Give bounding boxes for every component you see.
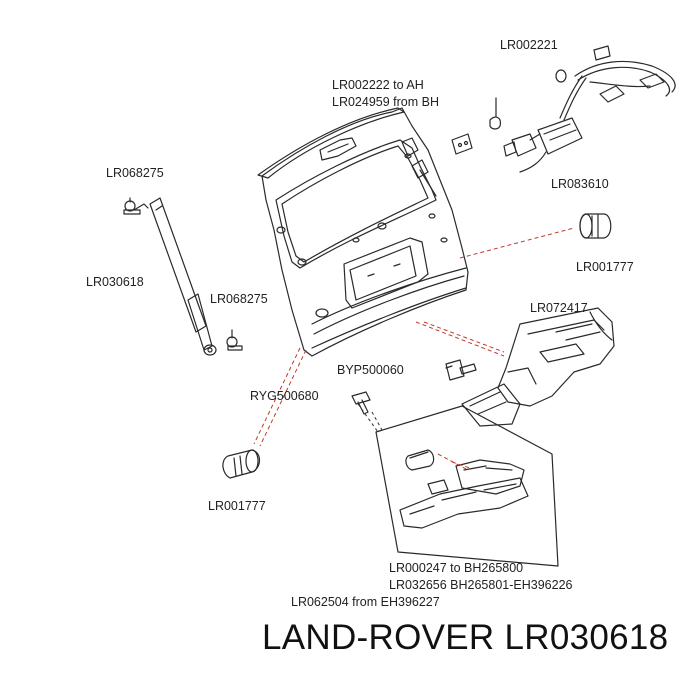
tailgate-panel — [257, 107, 469, 357]
gas-strut-lr030618 — [149, 197, 217, 356]
label-byp500060: BYP500060 — [337, 363, 404, 377]
bolt-byp500060 — [445, 359, 477, 381]
clip-lr002222 — [451, 133, 473, 155]
handle-switch-assembly — [375, 405, 559, 567]
label-lr002222: LR002222 to AH — [332, 78, 424, 92]
label-lr068275-lower: LR068275 — [210, 292, 268, 306]
ball-stud-upper — [123, 197, 149, 215]
buffer-lr001777-left — [222, 449, 261, 479]
label-lr068275-upper: LR068275 — [106, 166, 164, 180]
clip-lr024959 — [489, 97, 501, 130]
screw-ryg500680 — [351, 391, 371, 415]
label-lr001777-left: LR001777 — [208, 499, 266, 513]
label-lr002221: LR002221 — [500, 38, 558, 52]
wiring-harness-lr083610 — [503, 45, 676, 173]
label-lr000247: LR000247 to BH265800 — [389, 561, 524, 575]
label-ryg500680: RYG500680 — [250, 389, 319, 403]
label-lr083610: LR083610 — [551, 177, 609, 191]
latch-lr072417 — [461, 307, 615, 427]
label-lr030618: LR030618 — [86, 275, 144, 289]
label-lr032656: LR032656 BH265801-EH396226 — [389, 578, 573, 592]
label-lr072417: LR072417 — [530, 301, 588, 315]
label-lr024959: LR024959 from BH — [332, 95, 440, 109]
label-lr062504: LR062504 from EH396227 — [291, 595, 440, 609]
label-lr001777-right: LR001777 — [576, 260, 634, 274]
buffer-lr001777-right — [579, 213, 612, 239]
brand-part-number: LAND-ROVER LR030618 — [262, 618, 669, 657]
ball-stud-lower — [226, 329, 243, 351]
